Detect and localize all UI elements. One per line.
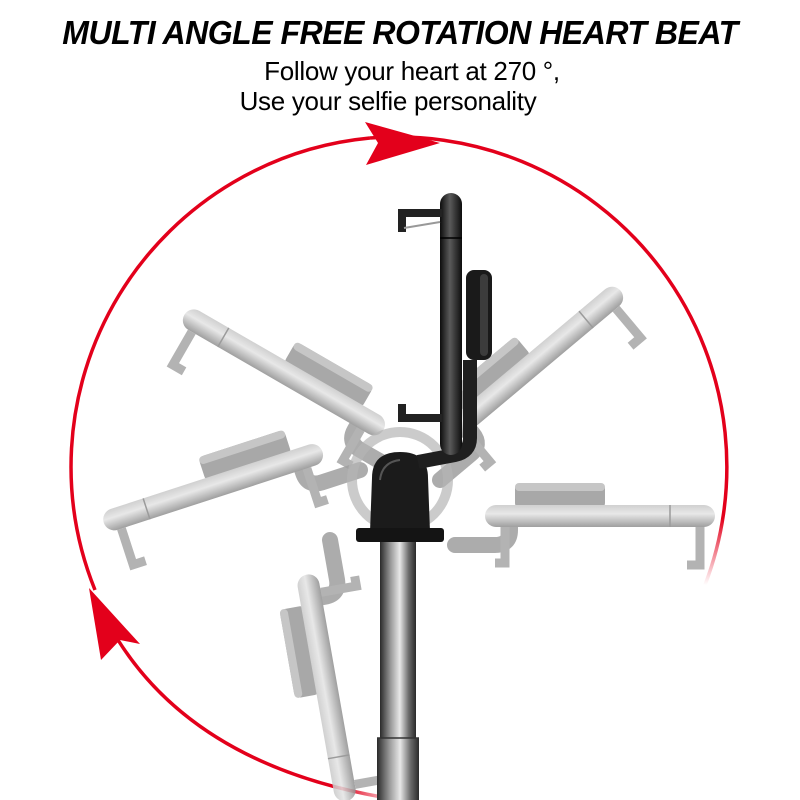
rotation-arrow-icon — [89, 588, 140, 660]
rotation-arc-right — [369, 135, 729, 586]
rotation-arc-left — [69, 136, 371, 591]
subtitle-line-1: Follow your heart at 270 °, — [264, 56, 560, 86]
headline: MULTI ANGLE FREE ROTATION HEART BEAT — [62, 14, 738, 51]
selfie-stick-pole — [377, 540, 419, 800]
ghost-holder-right — [455, 483, 715, 565]
rotation-arc-bottom — [116, 639, 401, 800]
subtitle-line-2: Use your selfie personality — [239, 86, 537, 116]
pivot-head — [356, 360, 477, 542]
rotation-arrow-icon — [365, 122, 440, 165]
phone-holder-active — [398, 193, 492, 455]
ghost-holder-lower-left — [269, 537, 395, 800]
